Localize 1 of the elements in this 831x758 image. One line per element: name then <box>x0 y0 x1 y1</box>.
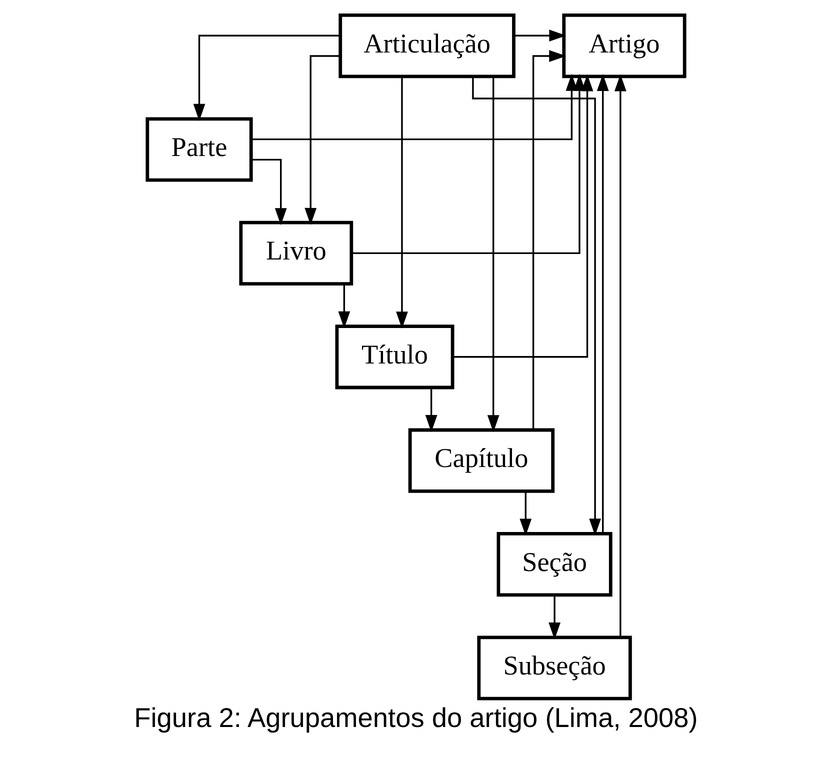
caption: Figura 2: Agrupamentos do artigo (Lima, 2008) <box>134 702 698 734</box>
